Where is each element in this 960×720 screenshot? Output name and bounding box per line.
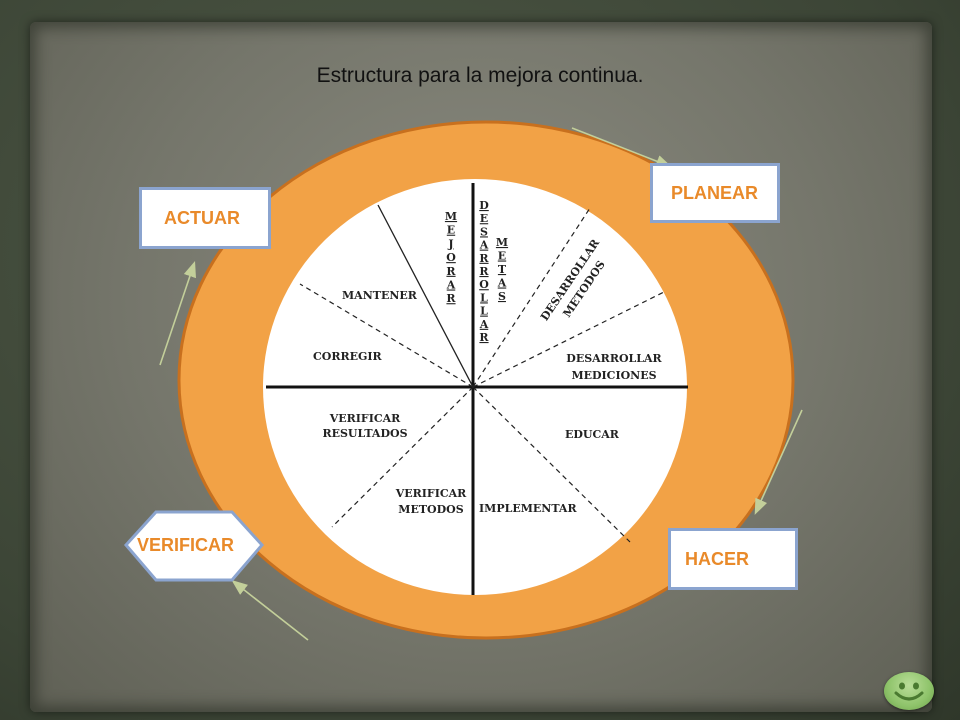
desarrollar-letter: O [479,278,489,291]
label-educar: EDUCAR [565,428,620,441]
metas-letter: M [496,236,508,249]
label-verificar-resultados-2: RESULTADOS [322,427,407,440]
label-implementar: IMPLEMENTAR [479,502,577,515]
label-verificar-resultados-1: VERIFICAR [329,412,401,425]
mejorar-letter: R [446,265,456,278]
desarrollar-letter: L [480,291,488,304]
label-verificar-metodos-2: METODOS [398,503,463,516]
metas-letter: T [498,263,507,276]
arrow-to-hacer [754,409,803,515]
divider-line-mantener [377,204,474,388]
arrow-to-actuar [159,260,196,366]
mejorar-letter: R [446,292,456,305]
actuar-box: ACTUAR [139,187,271,249]
label-desarrollar-mediciones-1: DESARROLLAR [566,352,662,365]
label-verificar-metodos-1: VERIFICAR [395,487,467,500]
desarrollar-letter: R [479,265,489,278]
hacer-box: HACER [668,528,798,590]
mejorar-letter: O [446,251,456,264]
planear-box: PLANEAR [650,163,780,223]
arrow-to-planear [571,127,672,168]
label-mantener: MANTENER [342,289,418,302]
label-desarrollar-mediciones-2: MEDICIONES [571,369,656,382]
mejorar-letter: J [447,237,453,250]
slide-title: Estructura para la mejora continua. [0,64,960,88]
desarrollar-letter: R [479,331,489,344]
slide-title-text: Estructura para la mejora continua. [316,64,644,87]
hacer-label: HACER [685,548,750,569]
verificar-hexagon [123,510,265,582]
smiley-icon [884,672,934,710]
divider-corregir [299,283,474,388]
mejorar-letter: E [447,224,455,237]
arrow-to-verificar [231,580,309,641]
desarrollar-letter: L [480,305,488,318]
metas-letter: S [498,290,506,303]
mejorar-letter: A [446,279,456,292]
desarrollar-letter: S [480,225,488,238]
planear-label: PLANEAR [671,182,759,203]
mejorar-letter: M [445,210,457,223]
desarrollar-letter: D [479,199,489,212]
desarrollar-letter: A [479,318,489,331]
divider-verificar [331,386,474,528]
desarrollar-letter: A [479,239,489,252]
verificar-label: VERIFICAR [137,535,235,555]
divider-educar [472,386,631,543]
desarrollar-letter: R [479,252,489,265]
label-corregir: CORREGIR [313,350,383,363]
desarrollar-letter: E [480,212,488,225]
actuar-label: ACTUAR [164,207,240,228]
label-desarrollar-metas: DESARROLLAR [479,199,490,344]
metas-letter: E [498,250,506,263]
metas-letter: A [497,277,507,290]
